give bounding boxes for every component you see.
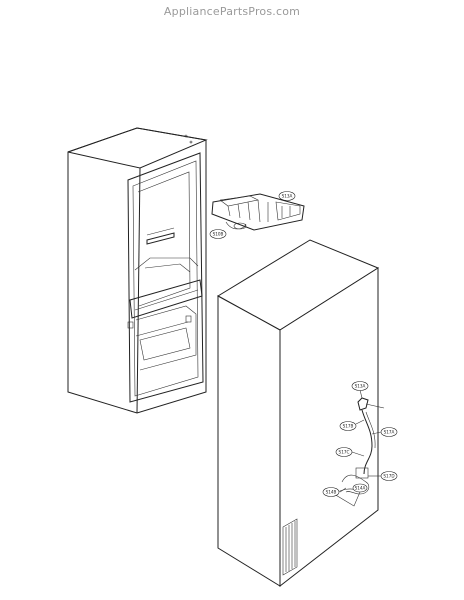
callout-c4: S17B xyxy=(339,421,357,431)
callout-c9: S14A xyxy=(352,483,368,493)
callout-c7: S17D xyxy=(380,471,398,481)
icemaker-assembly xyxy=(211,193,305,231)
svg-text:S17D: S17D xyxy=(383,474,394,479)
svg-text:S13A: S13A xyxy=(355,384,366,389)
cabinet-front-open xyxy=(67,127,208,414)
svg-text:S14A: S14A xyxy=(355,486,366,491)
svg-text:S14B: S14B xyxy=(326,490,337,495)
watermark: AppliancePartsPros.com xyxy=(163,5,301,18)
cabinet-rear xyxy=(217,239,385,588)
callout-c6: S17C xyxy=(335,447,353,457)
vent-grille xyxy=(282,518,298,576)
callout-c1: S13A xyxy=(278,191,296,201)
svg-text:S13A: S13A xyxy=(282,194,293,199)
callout-c2: S10B xyxy=(209,229,227,239)
callout-c8: S14B xyxy=(322,487,340,497)
svg-text:S17B: S17B xyxy=(343,424,354,429)
svg-text:S17C: S17C xyxy=(339,450,350,455)
callout-c3: S13A xyxy=(351,381,369,391)
svg-text:S17A: S17A xyxy=(384,430,395,435)
callout-c5: S17A xyxy=(380,427,398,437)
svg-text:S10B: S10B xyxy=(213,232,224,237)
